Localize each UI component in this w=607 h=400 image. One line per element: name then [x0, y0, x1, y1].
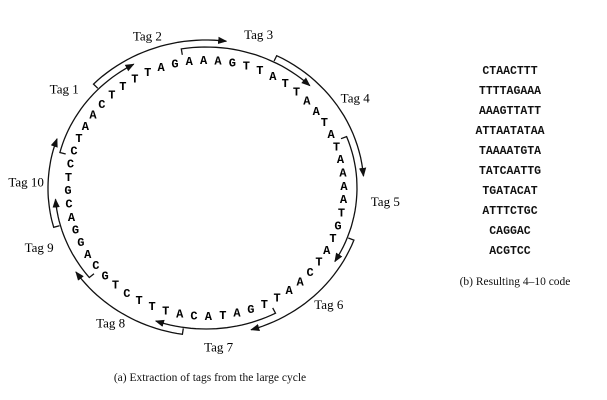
nucleotide: A	[296, 276, 304, 290]
nucleotide: A	[68, 211, 76, 225]
tag-label: Tag 1	[50, 82, 79, 97]
nucleotide: T	[261, 298, 268, 312]
nucleotide: G	[334, 219, 341, 233]
nucleotide: T	[243, 60, 250, 74]
tag-arc-8	[75, 271, 184, 336]
nucleotide: T	[315, 255, 322, 269]
nucleotide: G	[247, 303, 254, 317]
nucleotide: A	[205, 310, 213, 324]
tag-arc-2	[92, 36, 228, 89]
tag-arc-10	[47, 137, 60, 229]
nucleotide: T	[256, 64, 263, 78]
nucleotide: C	[306, 266, 313, 280]
nucleotide: T	[338, 206, 345, 220]
tag-label: Tag 8	[96, 316, 125, 331]
nucleotide: A	[233, 307, 241, 321]
code-list: CTAACTTT TTTTAGAAA AAAGTTATT ATTAATATAA TAAA…	[440, 62, 580, 262]
caption-b: (b) Resulting 4–10 code	[459, 276, 571, 288]
tag-label: Tag 9	[25, 240, 54, 255]
tag-label: Tag 5	[371, 194, 400, 209]
nucleotide: G	[171, 57, 178, 71]
nucleotide: T	[112, 279, 119, 293]
nucleotide: C	[123, 287, 130, 301]
tag-arc-1	[59, 63, 135, 155]
code-word: ATTAATATAA	[475, 125, 545, 138]
nucleotide: A	[269, 70, 277, 84]
code-word: ATTTCTGC	[482, 205, 538, 218]
tag-arc-3	[180, 46, 311, 87]
nucleotide: T	[329, 232, 336, 246]
nucleotide: T	[131, 72, 138, 86]
nucleotide: A	[84, 248, 92, 262]
nucleotide: T	[135, 294, 142, 308]
nucleotide: T	[65, 171, 72, 185]
code-word: TTTTAGAAA	[478, 85, 542, 98]
nucleotide: A	[186, 55, 194, 69]
code-word: CAGGAC	[489, 225, 531, 238]
tag-arc-6	[250, 237, 355, 331]
nucleotide: G	[64, 184, 71, 198]
nucleotide: A	[303, 95, 311, 109]
nucleotide: T	[321, 116, 328, 130]
nucleotide: A	[323, 244, 331, 258]
nucleotide: C	[98, 98, 105, 112]
nucleotide: A	[339, 166, 347, 180]
nucleotide: T	[162, 304, 169, 318]
tag-arc-4	[273, 54, 367, 178]
nucleotide: G	[229, 56, 236, 70]
tag-label: Tag 3	[244, 27, 273, 42]
nucleotide: G	[72, 224, 79, 238]
nucleotide: A	[340, 180, 348, 194]
tag-label: Tag 6	[314, 297, 344, 312]
caption-a: (a) Extraction of tags from the large cy…	[113, 372, 307, 384]
nucleotide: T	[293, 85, 300, 99]
code-word: TATCAATTG	[478, 165, 542, 178]
nucleotide: A	[327, 128, 335, 142]
code-word: ACGTCC	[489, 245, 531, 258]
nucleotide: A	[340, 193, 348, 207]
nucleotide: A	[200, 54, 208, 68]
code-word: TAAAATGTA	[478, 145, 542, 158]
nucleotide: T	[108, 88, 115, 102]
nucleotide: C	[92, 259, 99, 273]
nucleotide: A	[214, 55, 222, 69]
tag-label: Tag 2	[133, 29, 162, 44]
nucleotide: T	[75, 132, 82, 146]
nucleotide: C	[67, 158, 74, 172]
nucleotide: C	[190, 310, 197, 324]
nucleotide: T	[333, 140, 340, 154]
nucleotide: T	[144, 66, 151, 80]
tag-arc-5	[334, 135, 358, 263]
nucleotide: T	[119, 80, 126, 94]
nucleotide: A	[157, 61, 165, 75]
nucleotide: T	[282, 77, 289, 91]
tag-arc-7	[154, 307, 277, 330]
tag-arc-9	[52, 198, 95, 279]
tag-label: Tag 10	[8, 174, 44, 189]
nucleotide: A	[176, 308, 184, 322]
nucleotide: A	[313, 105, 321, 119]
nucleotide: A	[337, 153, 345, 167]
code-word: CTAACTTT	[482, 65, 538, 78]
nucleotide: G	[77, 236, 84, 250]
nucleotide: T	[219, 309, 226, 323]
nucleotide: G	[101, 269, 108, 283]
nucleotide: T	[273, 292, 280, 306]
nucleotide: T	[148, 300, 155, 314]
nucleotide: C	[70, 145, 77, 159]
nucleotide: A	[285, 284, 293, 298]
nucleotide: A	[89, 109, 97, 123]
nucleotide: A	[82, 120, 90, 134]
nucleotide: C	[65, 198, 72, 212]
code-word: AAAGTTATT	[478, 105, 542, 118]
code-word: TGATACAT	[482, 185, 538, 198]
tag-label: Tag 7	[204, 340, 234, 355]
tag-label: Tag 4	[341, 91, 371, 106]
